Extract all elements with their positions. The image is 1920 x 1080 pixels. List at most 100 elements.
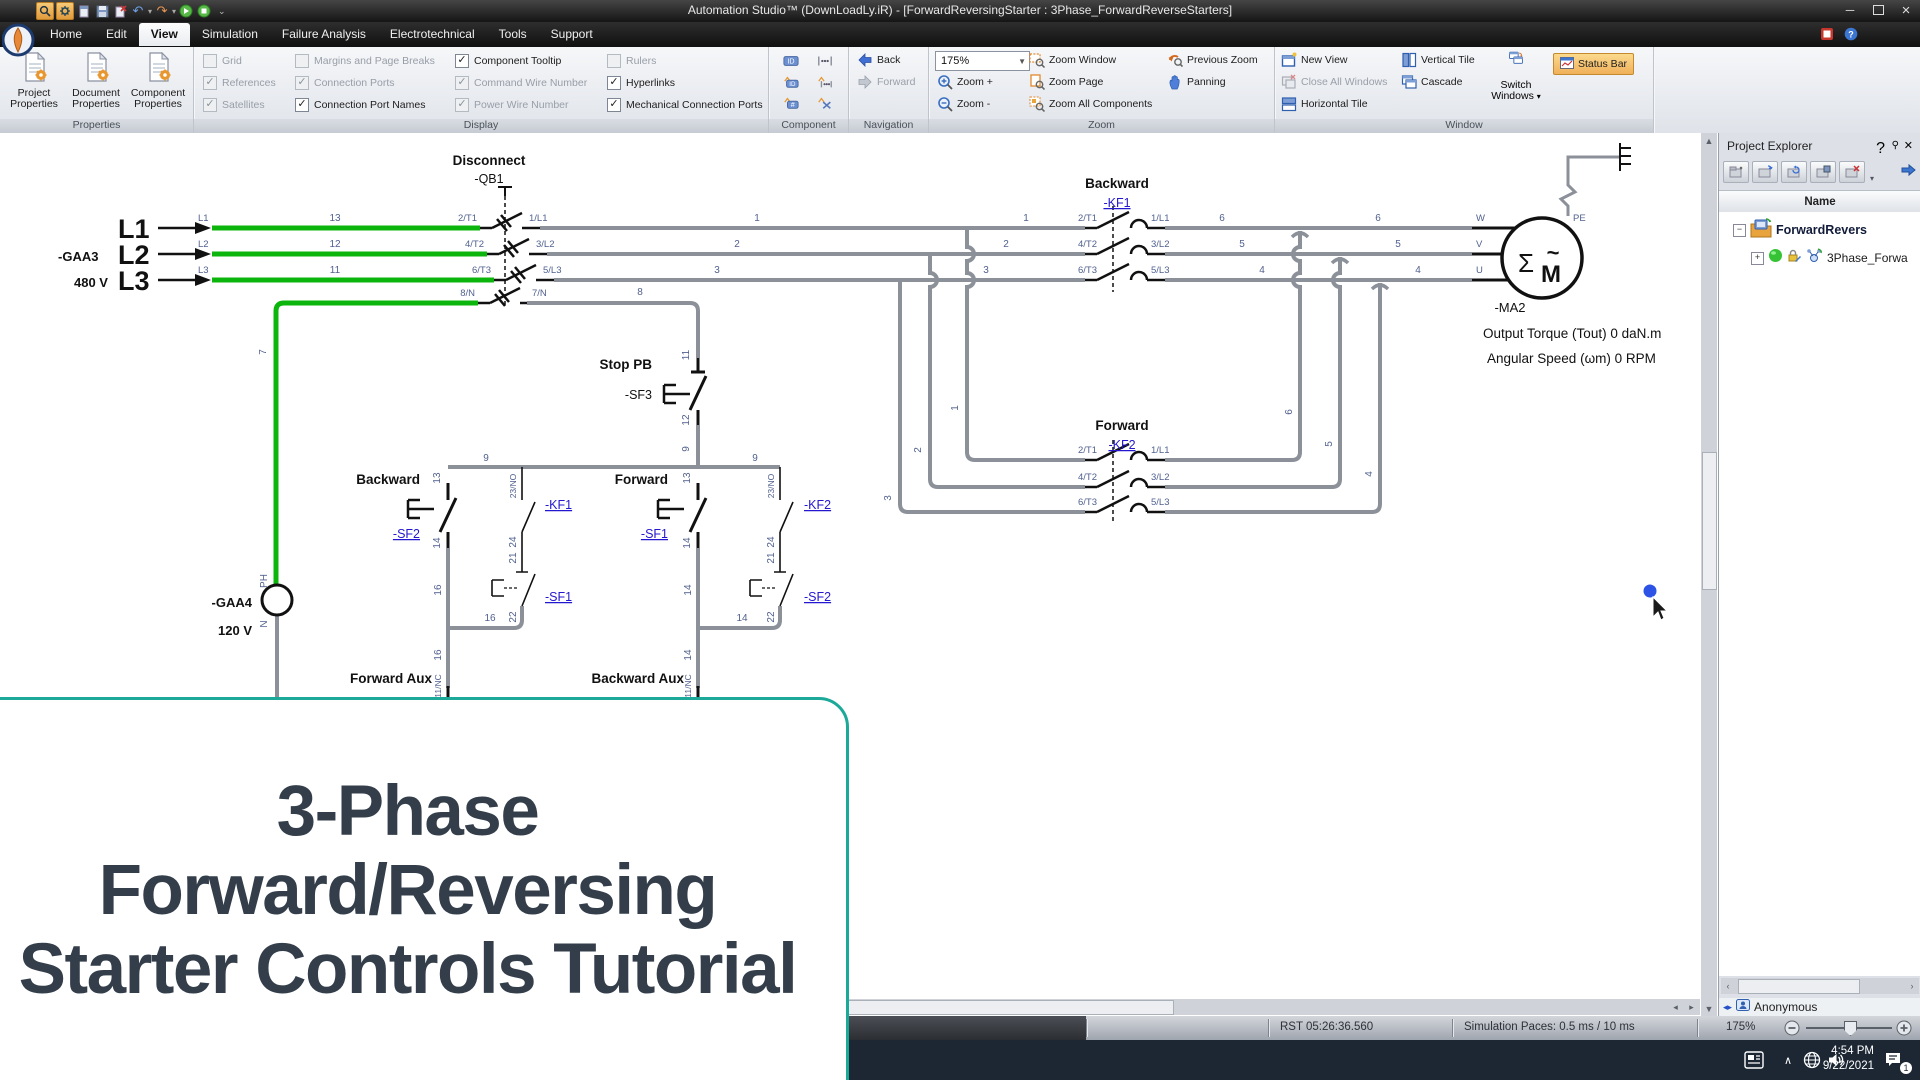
button-vertical-tile[interactable]: Vertical Tile: [1401, 51, 1475, 69]
panel-scroll-right-icon[interactable]: ›: [1910, 981, 1914, 991]
qat-overflow-icon[interactable]: ⌄: [218, 5, 226, 16]
scroll-left-icon[interactable]: ◂: [1673, 1001, 1678, 1012]
network-globe-icon[interactable]: [1800, 1048, 1824, 1072]
checkbox-command-wire-number[interactable]: ✓Command Wire Number: [455, 75, 587, 91]
zoom-slider-thumb[interactable]: [1844, 1021, 1857, 1036]
import-icon[interactable]: [76, 3, 92, 19]
account-nav-icons[interactable]: ◂▸: [1723, 1001, 1733, 1012]
close-button[interactable]: ×: [1901, 1, 1911, 19]
redo-icon[interactable]: ↷: [156, 3, 168, 18]
tab-home[interactable]: Home: [50, 27, 83, 41]
undo-icon[interactable]: ↶: [132, 3, 144, 18]
stop-simulation-icon[interactable]: [196, 3, 212, 19]
button-zoom-window[interactable]: Zoom Window: [1029, 51, 1116, 69]
help-icon[interactable]: ?: [1844, 27, 1858, 46]
panel-close-icon[interactable]: ✕: [1903, 140, 1913, 152]
gear-tool-icon[interactable]: [56, 2, 74, 20]
save-project-icon[interactable]: [1810, 161, 1836, 183]
tab-electrotechnical[interactable]: Electrotechnical: [389, 27, 475, 41]
zoom-out-slider-icon[interactable]: [1784, 1020, 1800, 1039]
checkbox-box-hyperlinks[interactable]: ✓: [607, 76, 621, 90]
tab-edit[interactable]: Edit: [106, 27, 127, 41]
button-zoom-all-components[interactable]: Zoom All Components: [1029, 95, 1152, 113]
checkbox-mechanical-connection-ports[interactable]: ✓Mechanical Connection Ports: [607, 97, 763, 113]
cid-icon[interactable]: ID: [783, 53, 803, 68]
taskbar-clock[interactable]: 4:54 PM 9/22/2021: [1823, 1044, 1874, 1074]
tab-failure-analysis[interactable]: Failure Analysis: [281, 27, 366, 41]
checkbox-component-tooltip[interactable]: ✓Component Tooltip: [455, 53, 561, 69]
hyperlink-kf1[interactable]: -KF1: [1103, 196, 1130, 210]
action-center-icon[interactable]: 1: [1882, 1048, 1912, 1074]
panel-help-icon[interactable]: ?: [1876, 140, 1885, 157]
close-project-icon[interactable]: [1839, 161, 1865, 183]
checkbox-box-margins-and-page-breaks[interactable]: [295, 54, 309, 68]
cdots-icon[interactable]: [817, 53, 837, 68]
collapse-icon[interactable]: −: [1733, 223, 1746, 237]
simulation-indicator-icon[interactable]: [1820, 27, 1834, 46]
checkbox-references[interactable]: ✓References: [203, 75, 276, 91]
hyperlink-sf1[interactable]: -SF1: [641, 527, 668, 541]
checkbox-box-references[interactable]: ✓: [203, 76, 217, 90]
vertical-scroll-thumb[interactable]: [1702, 452, 1717, 590]
checkbox-box-grid[interactable]: [203, 54, 217, 68]
tab-tools[interactable]: Tools: [498, 27, 527, 41]
button-cascade[interactable]: Cascade: [1401, 73, 1462, 91]
checkbox-box-connection-port-names[interactable]: ✓: [295, 98, 309, 112]
close-document-icon[interactable]: [112, 3, 128, 19]
search-tool-icon[interactable]: [36, 2, 54, 20]
switch-windows-button[interactable]: Switch Windows ▾: [1487, 50, 1545, 102]
cidf-icon[interactable]: ID: [783, 74, 803, 89]
speaker-icon[interactable]: [1824, 1048, 1848, 1072]
button-previous-zoom[interactable]: Previous Zoom: [1167, 51, 1258, 69]
button-horizontal-tile[interactable]: Horizontal Tile: [1281, 95, 1368, 113]
run-simulation-icon[interactable]: [178, 3, 194, 19]
redo-caret-icon[interactable]: ▾: [172, 6, 177, 16]
panel-scroll-thumb[interactable]: [1738, 979, 1860, 994]
project-name[interactable]: ForwardRevers: [1776, 223, 1868, 237]
hidden-icons-chevron[interactable]: ∧: [1783, 1054, 1793, 1067]
panel-scroll-left-icon[interactable]: ‹: [1726, 981, 1730, 991]
cdotsf-icon[interactable]: [817, 74, 837, 89]
panel-horizontal-scrollbar[interactable]: ‹ ›: [1721, 978, 1919, 994]
checkbox-box-mechanical-connection-ports[interactable]: ✓: [607, 98, 621, 112]
horizontal-scroll-thumb[interactable]: [845, 1000, 1174, 1015]
checkbox-box-rulers[interactable]: [607, 54, 621, 68]
tab-support[interactable]: Support: [550, 27, 593, 41]
checkbox-hyperlinks[interactable]: ✓Hyperlinks: [607, 75, 675, 91]
zoom-in-slider-icon[interactable]: [1896, 1020, 1912, 1039]
tab-view[interactable]: View: [138, 23, 190, 46]
panel-name-header[interactable]: Name: [1719, 190, 1920, 214]
hyperlink-kf2[interactable]: -KF2: [804, 498, 831, 512]
checkbox-rulers[interactable]: Rulers: [607, 53, 656, 69]
panel-forward-icon[interactable]: [1900, 163, 1916, 182]
save-icon[interactable]: [94, 3, 110, 19]
button-zoom-page[interactable]: Zoom Page: [1029, 73, 1103, 91]
hyperlink-sf2[interactable]: -SF2: [393, 527, 420, 541]
status-bar-toggle[interactable]: Status Bar: [1553, 53, 1635, 75]
checkbox-box-component-tooltip[interactable]: ✓: [455, 54, 469, 68]
scroll-down-icon[interactable]: ▼: [1704, 1003, 1714, 1014]
hyperlink-kf2[interactable]: -KF2: [1108, 438, 1135, 452]
checkbox-grid[interactable]: Grid: [203, 53, 242, 69]
button-component-properties[interactable]: Component Properties: [128, 50, 188, 116]
expand-icon[interactable]: +: [1751, 251, 1764, 265]
button-project-properties[interactable]: Project Properties: [4, 50, 64, 116]
button-document-properties[interactable]: Document Properties: [66, 50, 126, 116]
checkbox-connection-ports[interactable]: ✓Connection Ports: [295, 75, 395, 91]
refresh-project-icon[interactable]: [1781, 161, 1807, 183]
button-panning[interactable]: Panning: [1167, 73, 1226, 91]
new-project-icon[interactable]: [1723, 161, 1749, 183]
hyperlink-sf1[interactable]: -SF1: [545, 590, 572, 604]
button-back[interactable]: Back: [857, 51, 900, 69]
checkbox-box-command-wire-number[interactable]: ✓: [455, 76, 469, 90]
ccrossf-icon[interactable]: [817, 95, 837, 110]
panel-pin-icon[interactable]: ⚲: [1891, 140, 1899, 151]
tree-row-document[interactable]: + 3Phase_Forwa: [1751, 246, 1908, 270]
vertical-scrollbar[interactable]: ▲ ▼: [1701, 133, 1717, 1016]
checkbox-box-satellites[interactable]: ✓: [203, 98, 217, 112]
checkbox-connection-port-names[interactable]: ✓Connection Port Names: [295, 97, 425, 113]
chashf-icon[interactable]: #: [783, 95, 803, 110]
panel-toolbar-overflow-icon[interactable]: ▾: [1870, 174, 1875, 183]
undo-caret-icon[interactable]: ▾: [148, 6, 153, 16]
scroll-up-icon[interactable]: ▲: [1704, 135, 1714, 146]
